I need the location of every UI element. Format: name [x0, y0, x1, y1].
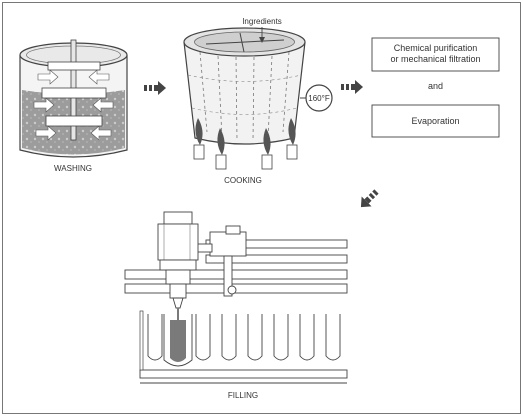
washing-label: WASHING	[54, 164, 92, 173]
purification-box	[371, 37, 500, 72]
thermometer-dial	[305, 84, 333, 112]
and-label: and	[427, 81, 444, 91]
right-arrow-icon	[341, 80, 363, 94]
right-arrow-icon	[144, 81, 166, 95]
purification-text: Chemical purification or mechanical filt…	[372, 43, 499, 65]
empty-jar	[147, 314, 341, 361]
cooking-pot	[183, 27, 333, 170]
evaporation-box	[371, 104, 500, 138]
purification-line-1: Chemical purification	[393, 43, 478, 53]
filling-machine	[124, 211, 348, 384]
down-left-arrow-icon	[360, 189, 379, 208]
purification-line-2: or mechanical filtration	[390, 54, 481, 64]
burner-flames	[193, 118, 298, 170]
conveyor-belt	[139, 369, 348, 379]
ingredients-label: Ingredients	[242, 17, 282, 26]
cooking-label: COOKING	[224, 176, 262, 185]
ingredients-arrow-icon	[259, 37, 265, 43]
washing-tank	[19, 39, 128, 158]
evaporation-label: Evaporation	[411, 116, 460, 126]
filled-jar	[163, 308, 193, 367]
filling-label: FILLING	[228, 391, 258, 400]
temperature-label: 160°F	[308, 94, 330, 103]
